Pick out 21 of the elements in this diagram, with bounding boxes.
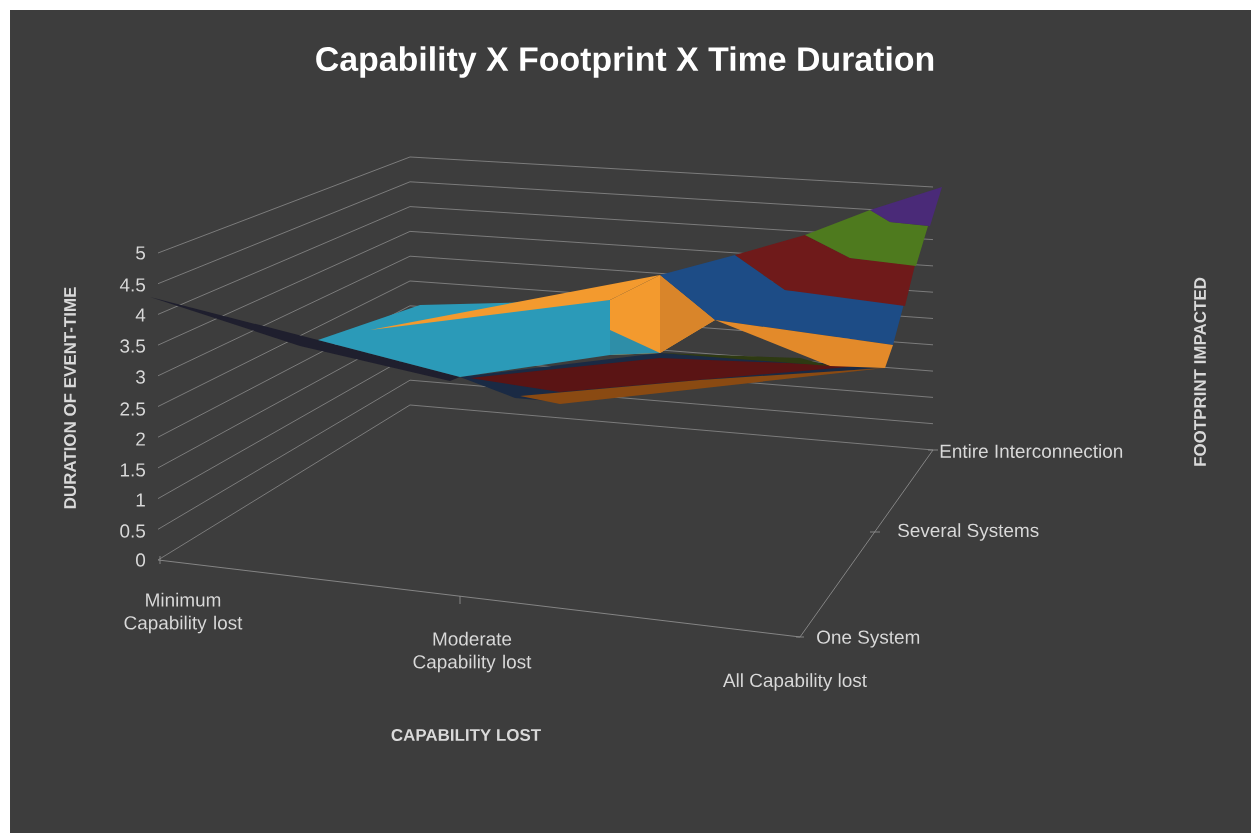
chart-title: Capability X Footprint X Time Duration [316, 46, 934, 78]
tick-label: 2.5 [120, 402, 145, 416]
tick-label: 1 [136, 493, 145, 507]
category-label: One System [817, 630, 920, 648]
category-label: Moderate Capability lost [413, 631, 532, 673]
tick-label: 0 [136, 553, 146, 567]
axis-title: DURATION OF EVENT-TIME [64, 287, 76, 509]
axis-title: CAPABILITY LOST [391, 729, 541, 741]
category-label: Several Systems [898, 523, 1039, 541]
tick-label: 0.5 [120, 524, 145, 538]
axis-title: FOOTPRINT IMPACTED [1194, 277, 1206, 466]
tick-label: 1.5 [120, 463, 145, 477]
category-label: Minimum Capability lost [124, 592, 243, 634]
tick-label: 4.5 [119, 278, 145, 292]
tick-label: 5 [136, 246, 145, 260]
tick-label: 2 [136, 432, 145, 446]
tick-label: 4 [135, 308, 146, 322]
tick-label: 3 [136, 370, 145, 384]
category-label: All Capability lost [722, 673, 867, 691]
tick-label: 3.5 [120, 339, 145, 353]
category-label: Entire Interconnection [940, 444, 1123, 458]
